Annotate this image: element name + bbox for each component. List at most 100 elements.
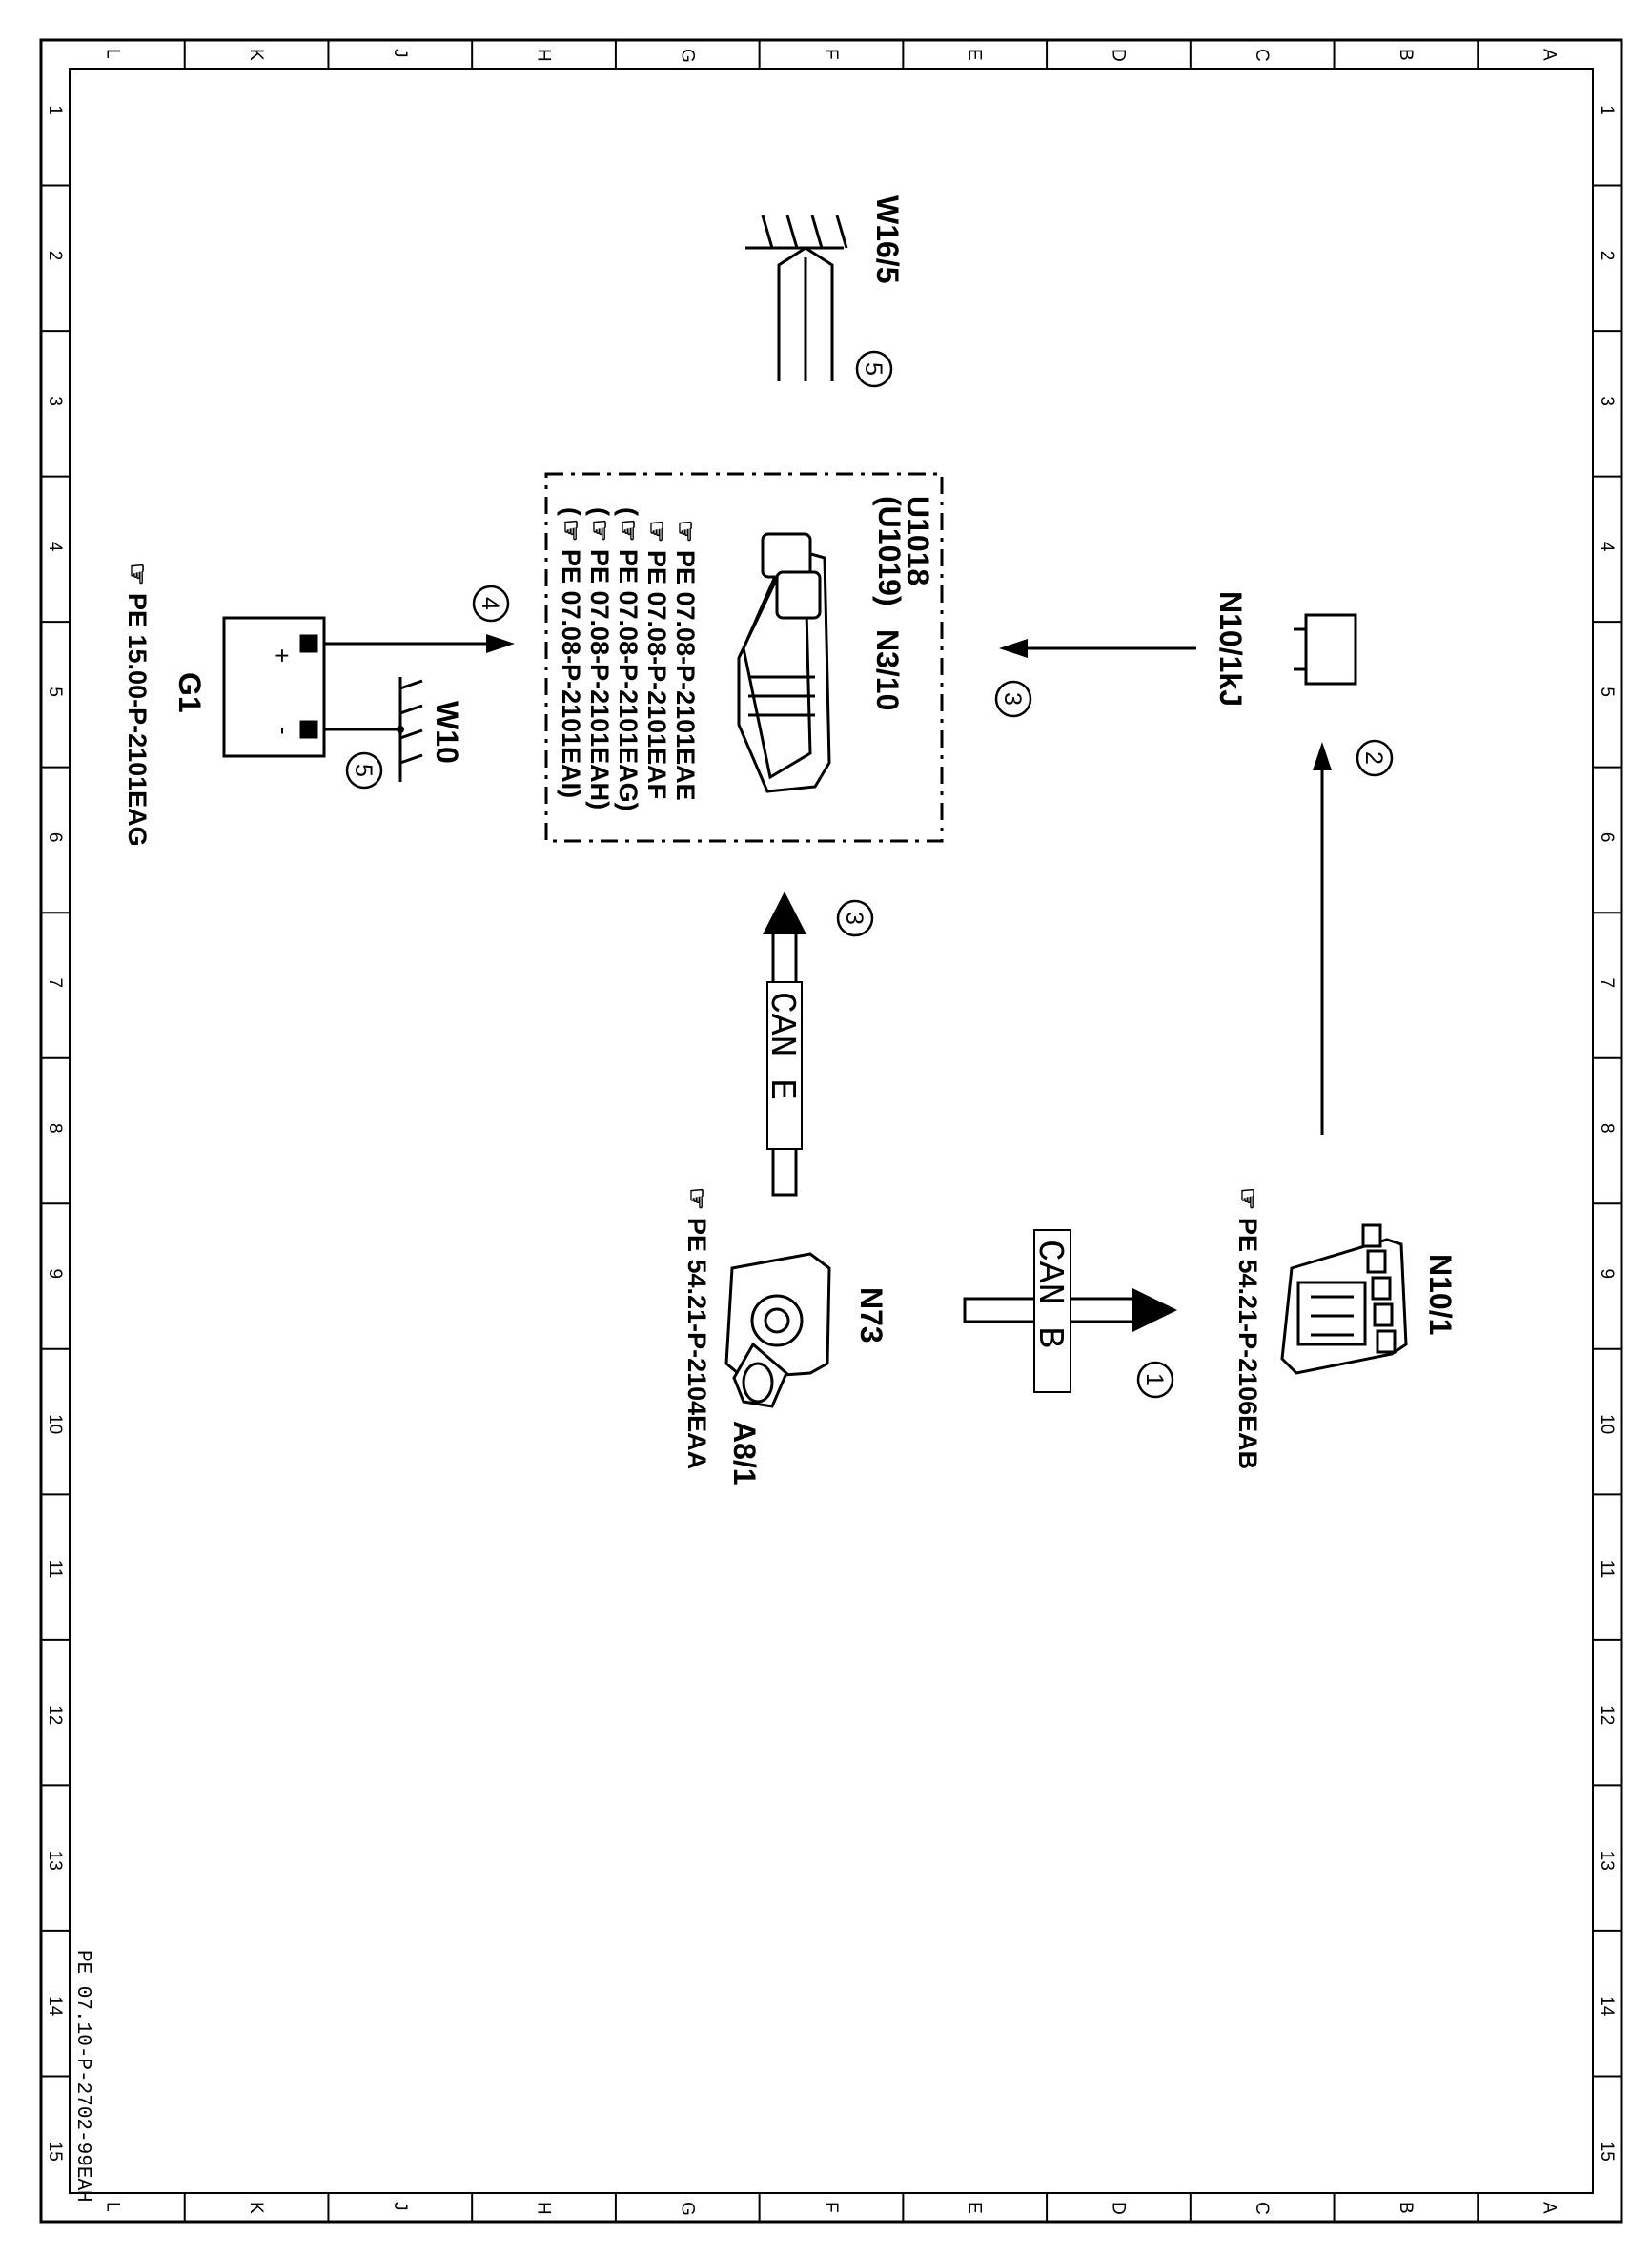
grid-letter-top: K <box>246 49 266 61</box>
n73-ignition-switch-icon <box>724 1252 831 1408</box>
marker-2-text: 2 <box>1360 751 1387 765</box>
grid-number-left: 6 <box>45 832 65 843</box>
pointer-hand-icon: ☞ <box>123 563 152 585</box>
marker-3a-text: 3 <box>999 692 1026 706</box>
marker-4: 4 <box>472 585 510 623</box>
grid-number-right: 14 <box>1597 1996 1617 2017</box>
grid-number-right: 7 <box>1597 977 1617 988</box>
grid-letter-bottom: J <box>390 2202 410 2211</box>
grid-number-left: 8 <box>45 1123 65 1134</box>
battery-minus-sign: - <box>270 727 298 735</box>
n3-10-ref-5: PE 07.08-P-2101EAI) <box>557 549 585 798</box>
marker-3b-text: 3 <box>841 912 867 925</box>
can-e-arrow <box>763 892 806 1197</box>
grid-letter-top: A <box>1540 49 1560 61</box>
grid-letter-top: H <box>534 49 554 62</box>
grid-number-right: 2 <box>1597 251 1617 261</box>
w16-5-ground-symbol <box>745 215 848 381</box>
grid-number-right: 11 <box>1597 1560 1617 1579</box>
grid-letter-bottom: A <box>1540 2202 1560 2214</box>
pointer-hand-icon: ☞ <box>585 519 614 542</box>
grid-letter-top: E <box>965 49 985 61</box>
inner-frame <box>69 68 1594 2194</box>
marker-1-text: 1 <box>1141 1373 1168 1386</box>
marker-1: 1 <box>1136 1361 1174 1399</box>
grid-letter-top: C <box>1252 49 1272 62</box>
grid-letter-top: D <box>1108 49 1128 62</box>
grid-number-left: 9 <box>45 1269 65 1280</box>
n3-10-refs: ☞ PE 07.08-P-2101EAE ☞ PE 07.08-P-2101EA… <box>557 507 700 811</box>
a8-1-label: A8/1 <box>727 1421 762 1486</box>
grid-number-left: 12 <box>45 1705 65 1725</box>
w10-ground-symbol <box>398 677 423 782</box>
grid-letter-bottom: F <box>821 2202 841 2213</box>
n10-1-label: N10/1 <box>1423 1254 1458 1335</box>
w16-5-label: W16/5 <box>870 195 905 283</box>
n10-1-ref-text: PE 54.21-P-2106EAB <box>1234 1218 1262 1469</box>
grid-letter-top: L <box>102 49 122 59</box>
marker-4-text: 4 <box>477 597 503 610</box>
grid-number-right: 9 <box>1597 1269 1617 1280</box>
g1-label: G1 <box>173 672 207 713</box>
open-paren: ( <box>557 507 585 516</box>
border-ticks <box>41 40 1621 2222</box>
outer-frame <box>39 38 1623 2224</box>
grid-number-right: 4 <box>1597 542 1617 552</box>
grid-number-right: 3 <box>1597 396 1617 406</box>
marker-5a-text: 5 <box>860 362 887 376</box>
arrow-4-head <box>486 634 515 653</box>
n3-10-ref-2: PE 07.08-P-2101EAF <box>642 550 671 799</box>
grid-letter-bottom: H <box>534 2202 554 2215</box>
grid-letter-top: J <box>390 49 410 58</box>
grid-number-left: 13 <box>45 1851 65 1871</box>
can-b-label: CAN B <box>1029 1240 1070 1348</box>
n3-10-ref-3: PE 07.08-P-2101EAG) <box>614 549 642 811</box>
g1-ref: ☞ PE 15.00-P-2101EAG <box>123 563 152 847</box>
arrow-3-head <box>999 639 1028 658</box>
grid-letter-top: B <box>1396 49 1416 61</box>
grid-number-right: 5 <box>1597 687 1617 697</box>
grid-number-left: 15 <box>45 2142 65 2162</box>
n3-10-ecu-icon <box>737 532 831 793</box>
pointer-hand-icon: ☞ <box>642 520 671 543</box>
grid-number-left: 3 <box>45 396 65 406</box>
g1-ref-text: PE 15.00-P-2101EAG <box>123 593 152 847</box>
can-b-arrow <box>963 1229 1177 1393</box>
grid-letter-bottom: D <box>1108 2202 1128 2215</box>
grid-number-left: 14 <box>45 1996 65 2017</box>
marker-3b: 3 <box>836 899 874 937</box>
pointer-hand-icon: ☞ <box>1234 1187 1262 1210</box>
grid-letter-bottom: E <box>965 2202 985 2214</box>
battery-plus-sign: + <box>268 648 296 663</box>
marker-5b: 5 <box>345 751 383 790</box>
w10-label: W10 <box>430 701 464 764</box>
u1019-label: (U1019) <box>872 496 907 606</box>
arrow-2-head <box>1313 742 1332 770</box>
open-paren: ( <box>614 507 642 516</box>
grid-number-left: 2 <box>45 251 65 261</box>
grid-number-right: 8 <box>1597 1123 1617 1134</box>
grid-letter-bottom: G <box>677 2202 697 2216</box>
n73-label: N73 <box>854 1287 888 1343</box>
marker-3a: 3 <box>994 680 1032 718</box>
grid-number-left: 7 <box>45 977 65 988</box>
grid-letter-bottom: L <box>102 2202 122 2212</box>
grid-number-right: 15 <box>1597 2142 1617 2162</box>
grid-number-right: 10 <box>1597 1414 1617 1434</box>
u1018-label: U1018 <box>901 496 935 585</box>
n73-ref: ☞ PE 54.21-P-2104EAA <box>683 1187 711 1469</box>
grid-number-left: 5 <box>45 687 65 697</box>
grid-number-left: 10 <box>45 1414 65 1434</box>
pointer-hand-icon: ☞ <box>671 520 700 543</box>
grid-letter-bottom: B <box>1396 2202 1416 2214</box>
grid-number-left: 11 <box>45 1560 65 1579</box>
pointer-hand-icon: ☞ <box>557 519 585 542</box>
grid-number-left: 1 <box>45 105 65 115</box>
grid-letter-top: F <box>821 49 841 60</box>
marker-5b-text: 5 <box>350 764 377 777</box>
marker-2: 2 <box>1356 739 1394 777</box>
grid-letter-bottom: K <box>246 2202 266 2214</box>
n3-10-ref-4: PE 07.08-P-2101EAH) <box>585 549 614 810</box>
